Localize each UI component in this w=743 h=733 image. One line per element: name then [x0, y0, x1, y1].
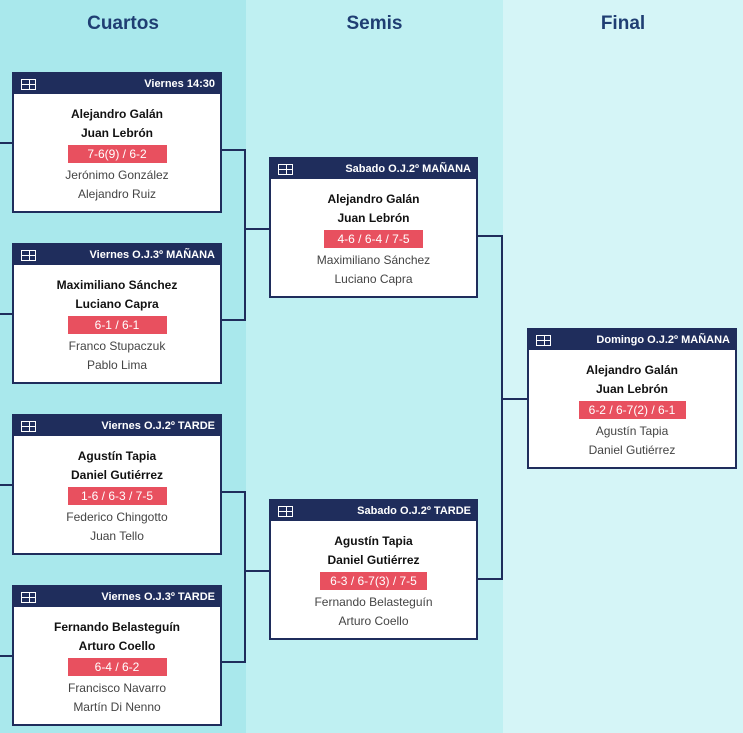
match-header: Viernes 14:30 — [14, 74, 220, 94]
winner-player-1: Agustín Tapia — [77, 449, 157, 463]
loser-player-1: Agustín Tapia — [595, 424, 669, 438]
match-header: Sabado O.J.2º TARDE — [271, 501, 476, 521]
winner-player-1: Alejandro Galán — [70, 107, 164, 121]
connector-line — [0, 655, 12, 657]
match-score: 6-4 / 6-2 — [67, 658, 167, 676]
loser-player-2: Daniel Gutiérrez — [588, 443, 676, 457]
connector-line — [502, 398, 528, 400]
loser-player-1: Francisco Navarro — [67, 681, 167, 695]
winner-player-2: Daniel Gutiérrez — [70, 468, 164, 482]
match-schedule: Viernes O.J.2º TARDE — [101, 420, 215, 432]
court-icon — [278, 505, 293, 517]
court-icon — [21, 249, 36, 261]
round-title-final: Final — [600, 13, 646, 34]
winner-player-2: Daniel Gutiérrez — [327, 553, 420, 567]
match-header: Sabado O.J.2º MAÑANA — [271, 159, 476, 179]
connector-line — [244, 491, 246, 663]
match-score: 6-1 / 6-1 — [67, 316, 167, 334]
winner-player-2: Luciano Capra — [75, 297, 159, 311]
match-card-final[interactable]: Domingo O.J.2º MAÑANA Alejandro Galán Ju… — [527, 328, 737, 469]
loser-player-2: Juan Tello — [90, 529, 144, 543]
connector-line — [0, 313, 12, 315]
connector-line — [0, 142, 12, 144]
connector-line — [221, 149, 245, 151]
match-schedule: Viernes 14:30 — [144, 78, 215, 90]
connector-line — [221, 661, 245, 663]
winner-player-2: Arturo Coello — [78, 639, 156, 653]
winner-player-1: Fernando Belasteguín — [53, 620, 181, 634]
winner-player-1: Alejandro Galán — [585, 363, 679, 377]
match-header: Domingo O.J.2º MAÑANA — [529, 330, 735, 350]
match-card-quarter-3[interactable]: Viernes O.J.2º TARDE Agustín Tapia Danie… — [12, 414, 222, 555]
match-header: Viernes O.J.3º MAÑANA — [14, 245, 220, 265]
connector-line — [245, 570, 270, 572]
connector-line — [244, 149, 246, 321]
winner-player-2: Juan Lebrón — [337, 211, 410, 225]
connector-line — [477, 578, 502, 580]
match-header: Viernes O.J.3º TARDE — [14, 587, 220, 607]
loser-player-2: Arturo Coello — [338, 614, 409, 628]
loser-player-1: Franco Stupaczuk — [68, 339, 166, 353]
winner-player-1: Agustín Tapia — [334, 534, 413, 548]
round-title-semis: Semis — [346, 13, 403, 34]
court-icon — [21, 591, 36, 603]
match-score: 6-2 / 6-7(2) / 6-1 — [578, 401, 686, 419]
loser-player-2: Pablo Lima — [86, 358, 148, 372]
match-score: 1-6 / 6-3 / 7-5 — [67, 487, 167, 505]
match-schedule: Domingo O.J.2º MAÑANA — [596, 334, 730, 346]
match-card-quarter-1[interactable]: Viernes 14:30 Alejandro Galán Juan Lebró… — [12, 72, 222, 213]
loser-player-1: Federico Chingotto — [66, 510, 168, 524]
court-icon — [21, 78, 36, 90]
match-card-quarter-4[interactable]: Viernes O.J.3º TARDE Fernando Belasteguí… — [12, 585, 222, 726]
connector-line — [245, 228, 270, 230]
connector-line — [501, 235, 503, 580]
connector-line — [221, 491, 245, 493]
winner-player-1: Maximiliano Sánchez — [56, 278, 178, 292]
loser-player-1: Fernando Belasteguín — [314, 595, 433, 609]
match-card-quarter-2[interactable]: Viernes O.J.3º MAÑANA Maximiliano Sánche… — [12, 243, 222, 384]
winner-player-2: Juan Lebrón — [595, 382, 668, 396]
match-header: Viernes O.J.2º TARDE — [14, 416, 220, 436]
round-title-quarters: Cuartos — [87, 13, 159, 34]
match-schedule: Sabado O.J.2º MAÑANA — [345, 163, 471, 175]
match-score: 6-3 / 6-7(3) / 7-5 — [320, 572, 427, 590]
court-icon — [278, 163, 293, 175]
match-card-semi-2[interactable]: Sabado O.J.2º TARDE Agustín Tapia Daniel… — [269, 499, 478, 640]
match-schedule: Viernes O.J.3º TARDE — [101, 591, 215, 603]
winner-player-2: Juan Lebrón — [80, 126, 153, 140]
match-score: 7-6(9) / 6-2 — [67, 145, 167, 163]
connector-line — [0, 484, 12, 486]
loser-player-1: Jerónimo González — [65, 168, 169, 182]
match-score: 4-6 / 6-4 / 7-5 — [324, 230, 423, 248]
connector-line — [477, 235, 502, 237]
court-icon — [536, 334, 551, 346]
court-icon — [21, 420, 36, 432]
match-card-semi-1[interactable]: Sabado O.J.2º MAÑANA Alejandro Galán Jua… — [269, 157, 478, 298]
loser-player-1: Maximiliano Sánchez — [316, 253, 431, 267]
match-schedule: Sabado O.J.2º TARDE — [357, 505, 471, 517]
connector-line — [221, 319, 245, 321]
loser-player-2: Martín Di Nenno — [73, 700, 161, 714]
winner-player-1: Alejandro Galán — [327, 192, 420, 206]
loser-player-2: Luciano Capra — [334, 272, 413, 286]
match-schedule: Viernes O.J.3º MAÑANA — [89, 249, 215, 261]
loser-player-2: Alejandro Ruiz — [77, 187, 157, 201]
